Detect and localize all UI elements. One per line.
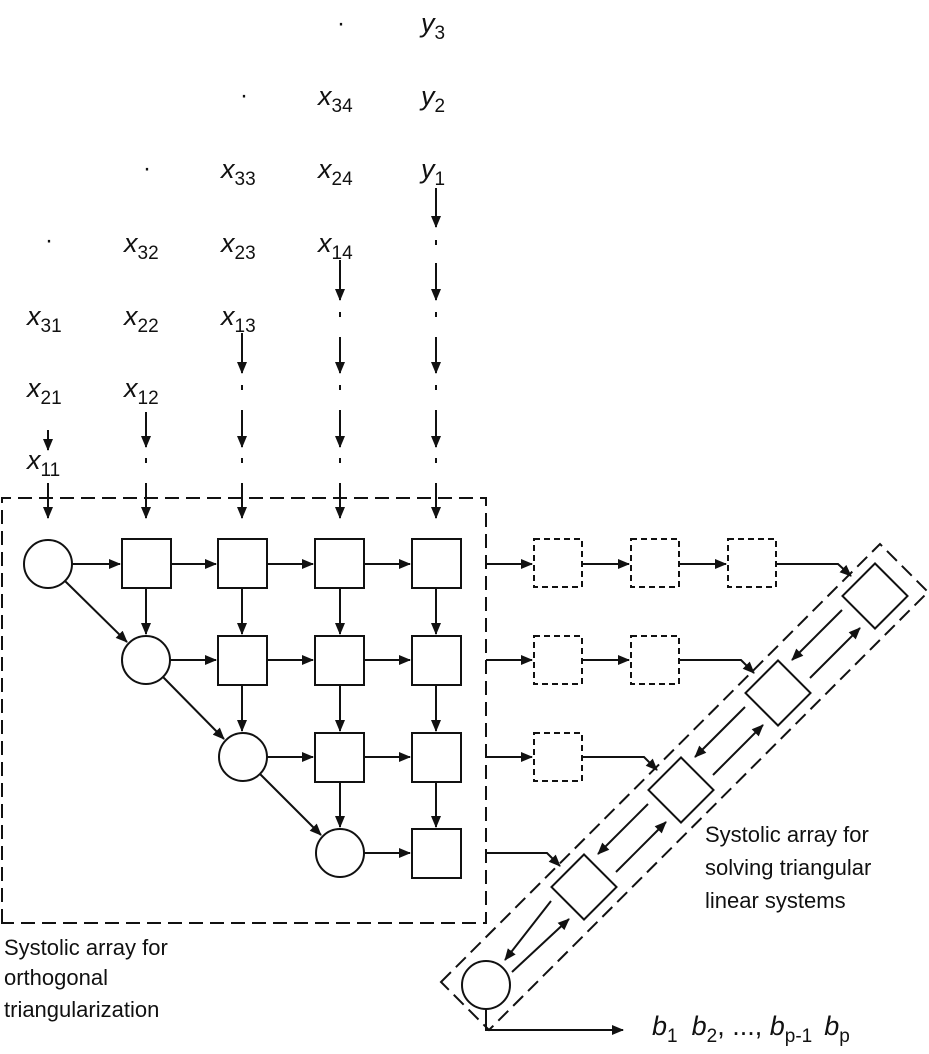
input-labels: x31 x21 x11 x32 x22 x12 x33 x23 x13 x34 … xyxy=(25,8,445,481)
solver-cell xyxy=(841,562,909,630)
triangularization-arrows xyxy=(64,559,441,858)
diagonal-arrow xyxy=(162,676,225,740)
label-x12: x12 xyxy=(122,373,159,409)
triangular-solver-cells xyxy=(461,562,909,1010)
triangularization-cells xyxy=(23,538,462,879)
label-x32: x32 xyxy=(122,228,159,264)
boundary-cell xyxy=(23,539,73,589)
solver-feed-arrows xyxy=(486,559,852,867)
delay-cell xyxy=(533,538,583,588)
solver-arrows xyxy=(485,609,861,1035)
label-y3: y3 xyxy=(419,8,445,44)
delay-cell xyxy=(533,635,583,685)
label-x13: x13 xyxy=(219,301,256,337)
diagonal-arrow xyxy=(64,580,128,643)
internal-cell xyxy=(411,538,462,589)
internal-cell xyxy=(411,828,462,879)
stagger-dot: · xyxy=(45,227,53,254)
label-x14: x14 xyxy=(316,228,353,264)
delay-cell xyxy=(727,538,777,588)
caption-left: Systolic array for orthogonal triangular… xyxy=(4,935,168,1022)
internal-cell xyxy=(411,635,462,686)
stagger-dot: · xyxy=(143,155,151,182)
delay-cell xyxy=(630,538,680,588)
solver-arrow-down xyxy=(504,900,552,961)
solver-arrow-down xyxy=(694,706,746,758)
caption-right-line: Systolic array for xyxy=(705,822,869,847)
solver-cell xyxy=(550,853,618,921)
internal-cell xyxy=(314,538,365,589)
stagger-dot: · xyxy=(337,10,345,37)
internal-cell xyxy=(411,732,462,783)
solver-arrow-down xyxy=(791,609,843,661)
boundary-cell xyxy=(218,732,268,782)
label-x34: x34 xyxy=(316,81,353,117)
caption-left-line: triangularization xyxy=(4,997,159,1022)
internal-cell xyxy=(314,732,365,783)
caption-right: Systolic array for solving triangular li… xyxy=(705,822,871,913)
label-x24: x24 xyxy=(316,154,353,190)
label-x11: x11 xyxy=(25,445,60,481)
delay-cell xyxy=(630,635,680,685)
feed-arrow xyxy=(776,563,852,577)
label-x33: x33 xyxy=(219,154,256,190)
solver-cell xyxy=(647,756,715,824)
solver-boundary-cell xyxy=(461,960,511,1010)
feed-arrow xyxy=(582,756,658,771)
feed-arrow xyxy=(486,852,561,867)
boundary-cell xyxy=(121,635,171,685)
caption-right-line: solving triangular xyxy=(705,855,871,880)
diagonal-arrow xyxy=(259,773,322,836)
internal-cell xyxy=(314,635,365,686)
internal-cell xyxy=(121,538,172,589)
delay-cell xyxy=(533,732,583,782)
label-y1: y1 xyxy=(419,154,445,190)
input-stream-arrows xyxy=(43,188,441,519)
internal-cell xyxy=(217,538,268,589)
delay-cells xyxy=(533,538,777,782)
caption-right-line: linear systems xyxy=(705,888,846,913)
label-x23: x23 xyxy=(219,228,256,264)
solver-arrow-up xyxy=(809,627,861,679)
label-x21: x21 xyxy=(25,373,62,409)
label-x31: x31 xyxy=(25,301,62,337)
solver-arrow-down xyxy=(597,803,649,855)
triangular-solver-boundary xyxy=(439,542,929,1032)
solver-arrow-up xyxy=(712,724,764,776)
label-x22: x22 xyxy=(122,301,159,337)
solver-arrow-up xyxy=(615,821,667,873)
boundary-cell xyxy=(315,828,365,878)
triangularization-array-boundary xyxy=(1,497,487,924)
feed-arrow xyxy=(679,659,755,674)
output-arrow xyxy=(485,1009,624,1035)
stagger-dots: · · · · xyxy=(45,10,345,254)
solver-arrow-up xyxy=(511,918,570,973)
solver-cell xyxy=(744,659,812,727)
label-y2: y2 xyxy=(419,81,445,117)
internal-cell xyxy=(217,635,268,686)
caption-left-line: Systolic array for xyxy=(4,935,168,960)
caption-left-line: orthogonal xyxy=(4,965,108,990)
stagger-dot: · xyxy=(240,82,248,109)
